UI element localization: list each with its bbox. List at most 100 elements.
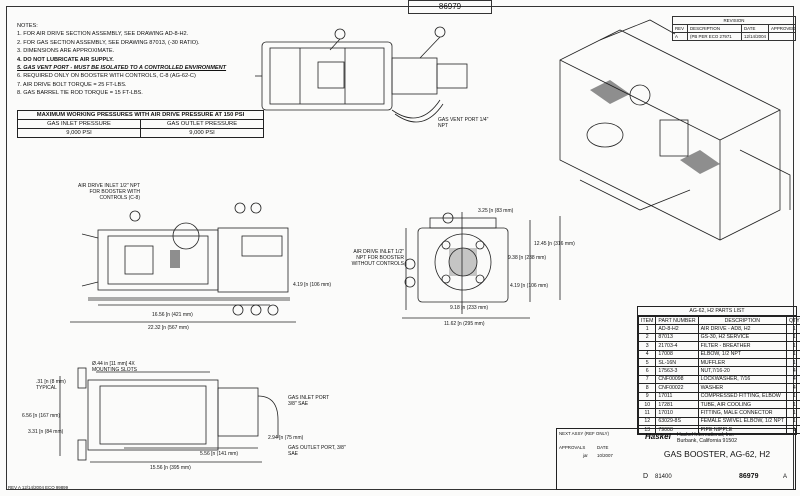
parts-item: 9 (637, 391, 657, 401)
dim-front-width: 11.62 [n (295 mm) (444, 321, 485, 327)
parts-part-number: 87013 (655, 332, 699, 343)
parts-part-number: SL-16N (655, 357, 699, 368)
date-header: DATE (742, 25, 769, 32)
revision-row: A (PB PER ECO 27971 12/14/2004 (673, 33, 795, 40)
air-drive-inlet-front-callout: AIR DRIVE INLET 1/2" NPT FOR BOOSTER WIT… (351, 249, 404, 267)
note-3: 3. DIMENSIONS ARE APPROXIMATE. (17, 48, 115, 55)
rev-header: REV (673, 25, 688, 32)
parts-list: AG-62, H2 PARTS LIST ITEM PART NUMBER DE… (637, 306, 800, 436)
parts-part-number: 17008 (655, 349, 699, 359)
note-5: 5. GAS VENT PORT - MUST BE ISOLATED TO A… (17, 65, 227, 72)
parts-qty: 1 (786, 399, 800, 410)
front-view-drawing (402, 212, 561, 319)
dim-total-side: 22.32 [n (567 mm) (148, 325, 189, 331)
haskel-logo: Haskel (645, 432, 671, 441)
parts-description: TUBE, AIR COOLING (697, 399, 788, 410)
company-name-block: Haskel International, Inc. Burbank, Cali… (677, 432, 737, 444)
value-gas-inlet: 9,000 PSI (18, 129, 141, 137)
parts-description: PIPE NIPPLE (697, 425, 788, 435)
air-drive-inlet-side-callout: AIR DRIVE INLET 1/2" NPT FOR BOOSTER WIT… (78, 183, 140, 201)
parts-part-number: 21703-4 (655, 341, 699, 351)
dim-front-mid: 9.38 [n (238 mm) (508, 255, 547, 261)
parts-description: FILTER - BREATHER (697, 341, 788, 351)
dim-bottom-width: 6.56 [n (167 mm) (22, 413, 61, 419)
bottom-view-drawing (59, 367, 279, 463)
note-7: 7. AIR DRIVE BOLT TORQUE = 25 FT-LBS. (17, 81, 127, 88)
side-view-drawing (70, 202, 296, 323)
parts-item: 12 (637, 416, 657, 427)
parts-item: 1 (637, 324, 657, 334)
parts-item: 5 (637, 357, 657, 368)
revision-header-row: REV DESCRIPTION DATE APPROVED (673, 25, 795, 33)
parts-qty: 1 (786, 332, 800, 343)
dim-bottom-outlet: 2.94 [n (75 mm) (268, 435, 304, 441)
date-value: 12/14/2004 (742, 33, 769, 40)
parts-item: 6 (637, 366, 657, 376)
parts-part-number: AD-8-H2 (655, 324, 699, 334)
note-1: 1. FOR AIR DRIVE SECTION ASSEMBLY, SEE D… (17, 31, 189, 38)
value-gas-outlet: 9,000 PSI (189, 130, 215, 136)
item-header: ITEM (637, 315, 657, 326)
pressure-table-header: GAS INLET PRESSURE GAS OUTLET PRESSURE (18, 120, 263, 129)
desc-header: DESCRIPTION (688, 25, 742, 32)
parts-qty: 1 (786, 324, 800, 334)
pressure-table-values: 9,000 PSI 9,000 PSI (18, 129, 263, 137)
parts-list-title: AG-62, H2 PARTS LIST (638, 307, 796, 316)
pressure-table-title: MAXIMUM WORKING PRESSURES WITH AIR DRIVE… (18, 111, 263, 120)
parts-description: ELBOW, 1/2 NPT (697, 349, 788, 359)
parts-item: 13 (637, 425, 657, 435)
parts-qty: 1 (786, 391, 800, 401)
parts-description: AIR DRIVE - AD8, H2 (697, 324, 788, 334)
revision-title-row: REVISION (673, 17, 795, 25)
parts-qty: 1 (786, 349, 800, 359)
parts-part-number: 17563-3 (655, 366, 699, 376)
title-block: NEXT ASSY (REF ONLY) APPROVALS DATE jar … (556, 428, 796, 490)
company-city: Burbank, California 91502 (677, 438, 737, 444)
title-dwg-number: 86979 (739, 473, 759, 480)
notes-block: NOTES: 1. FOR AIR DRIVE SECTION ASSEMBLY… (17, 22, 267, 98)
parts-description: FEMALE SWIVEL ELBOW, 1/2 NPT (697, 416, 788, 427)
parts-qty: 4 (786, 366, 800, 376)
parts-qty: 1 (786, 408, 800, 418)
parts-part-number: 17281 (655, 399, 699, 410)
parts-item: 7 (637, 374, 657, 385)
dim-bottom-offset: 5.56 [n (141 mm) (200, 451, 239, 457)
parts-description: GS-30, H2 SERVICE (697, 332, 788, 343)
dim-slot-typical: .31 [n (8 mm) TYPICAL (36, 379, 66, 391)
parts-item: 11 (637, 408, 657, 418)
top-view-drawing (255, 26, 468, 123)
revision-footer: REV A 12/14/2004 ECO 99899 (8, 485, 69, 490)
parts-qty: 1 (786, 425, 800, 435)
parts-item: 8 (637, 383, 657, 393)
title-rev: A (783, 474, 788, 480)
parts-qty: 4 (786, 374, 800, 385)
parts-item: 3 (637, 341, 657, 351)
dim-bottom-inner: 3.31 [n (84 mm) (28, 429, 64, 435)
gas-inlet-port-callout: GAS INLET PORT 3/8" SAE (288, 395, 330, 407)
drawn-by: jar (583, 453, 588, 458)
parts-part-number: 63029-8S (655, 416, 699, 427)
parts-description: FITTING, MALE CONNECTOR (697, 408, 788, 418)
company-name: Haskel International, Inc. (677, 432, 735, 438)
dim-height-side: 4.19 [n (106 mm) (293, 282, 332, 288)
note-6: 6. REQUIRED ONLY ON BOOSTER WITH CONTROL… (17, 73, 196, 80)
dim-mounting-slots: Ø.44 in [11 mm] 4X MOUNTING SLOTS (92, 361, 138, 373)
parts-description: LOCKWASHER, 7/16 (697, 374, 788, 385)
notes-heading: NOTES: (17, 23, 38, 29)
rev-value: A (673, 33, 688, 40)
parts-description: WASHER (697, 383, 788, 393)
parts-qty: 1 (786, 341, 800, 351)
